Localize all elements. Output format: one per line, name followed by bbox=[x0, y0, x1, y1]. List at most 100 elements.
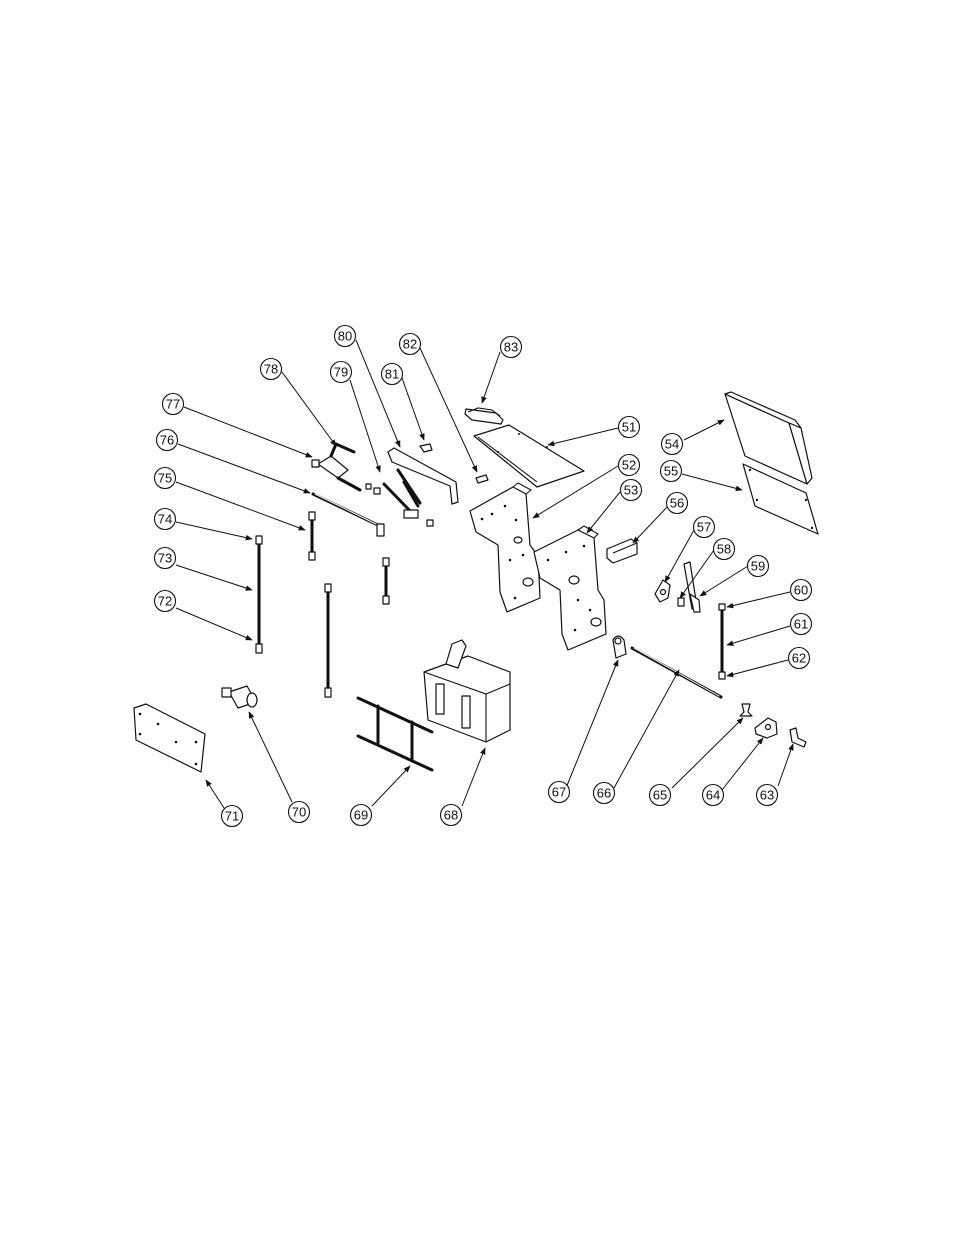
leader-64 bbox=[722, 738, 763, 790]
leader-54 bbox=[684, 420, 724, 440]
callout-62: 62 bbox=[789, 648, 810, 669]
callout-59-label: 59 bbox=[751, 559, 765, 574]
leader-56 bbox=[633, 506, 668, 543]
callout-81-label: 81 bbox=[385, 367, 399, 382]
callout-71-label: 71 bbox=[225, 809, 239, 824]
callout-52: 52 bbox=[619, 455, 640, 476]
part-80-handle-frame bbox=[366, 448, 458, 526]
leader-69 bbox=[372, 766, 410, 806]
callout-65-label: 65 bbox=[653, 788, 667, 803]
part-57-plate bbox=[655, 580, 670, 602]
callout-83-label: 83 bbox=[504, 340, 518, 355]
leader-71 bbox=[206, 780, 224, 808]
callout-51-label: 51 bbox=[622, 420, 636, 435]
callout-54: 54 bbox=[662, 434, 683, 455]
callout-61-label: 61 bbox=[794, 617, 808, 632]
part-69-ladder-frame bbox=[358, 698, 432, 770]
callout-79: 79 bbox=[331, 362, 352, 383]
leader-63 bbox=[778, 744, 793, 786]
callout-69-label: 69 bbox=[354, 808, 368, 823]
leader-80 bbox=[356, 340, 400, 447]
callout-51: 51 bbox=[619, 417, 640, 438]
callout-57: 57 bbox=[694, 517, 715, 538]
part-71-mount-plate bbox=[134, 704, 205, 772]
part-75-rod bbox=[309, 512, 315, 560]
callout-80: 80 bbox=[335, 326, 356, 347]
part-64-bracket bbox=[755, 718, 777, 738]
leader-55 bbox=[682, 474, 742, 490]
callout-61: 61 bbox=[791, 614, 812, 635]
callout-64-label: 64 bbox=[706, 788, 720, 803]
part-81-clip bbox=[420, 444, 432, 452]
leader-76 bbox=[178, 444, 310, 493]
part-82-clip bbox=[476, 475, 488, 483]
callout-75-label: 75 bbox=[158, 471, 172, 486]
part-53-side-frame bbox=[534, 526, 606, 650]
callout-67-label: 67 bbox=[552, 785, 566, 800]
callout-76: 76 bbox=[157, 430, 178, 451]
callout-72-label: 72 bbox=[158, 594, 172, 609]
callout-75: 75 bbox=[155, 468, 176, 489]
callout-56-label: 56 bbox=[670, 496, 684, 511]
part-68-tank bbox=[424, 640, 510, 742]
part-67-pulley bbox=[613, 636, 626, 658]
leader-60 bbox=[727, 592, 790, 607]
part-51-cover-plate bbox=[474, 425, 584, 487]
leader-83 bbox=[482, 352, 500, 403]
part-58-handle bbox=[678, 562, 700, 612]
part-65-knob bbox=[740, 704, 752, 716]
leader-67 bbox=[566, 660, 618, 788]
callout-76-label: 76 bbox=[160, 433, 174, 448]
callout-63-label: 63 bbox=[760, 788, 774, 803]
callout-73: 73 bbox=[155, 548, 176, 569]
callout-58: 58 bbox=[714, 539, 735, 560]
leader-59 bbox=[700, 566, 748, 596]
callout-83: 83 bbox=[501, 337, 522, 358]
part-73-rod bbox=[256, 536, 262, 653]
callout-68-label: 68 bbox=[444, 808, 458, 823]
part-61-rod bbox=[719, 604, 725, 679]
callout-53: 53 bbox=[621, 480, 642, 501]
leader-51 bbox=[548, 428, 618, 445]
leader-53 bbox=[587, 492, 620, 533]
leader-73 bbox=[176, 565, 252, 590]
callout-54-label: 54 bbox=[665, 437, 679, 452]
callout-74: 74 bbox=[155, 509, 176, 530]
callout-66: 66 bbox=[594, 783, 615, 804]
callout-68: 68 bbox=[441, 805, 462, 826]
part-long-rod bbox=[325, 584, 331, 697]
callout-55: 55 bbox=[661, 461, 682, 482]
leader-66 bbox=[614, 670, 679, 788]
callout-65: 65 bbox=[650, 785, 671, 806]
callout-77-label: 77 bbox=[166, 397, 180, 412]
callout-53-label: 53 bbox=[624, 483, 638, 498]
callout-66-label: 66 bbox=[597, 786, 611, 801]
leader-79 bbox=[350, 380, 380, 472]
callout-77: 77 bbox=[163, 394, 184, 415]
leader-62 bbox=[727, 660, 788, 676]
callout-59: 59 bbox=[748, 556, 769, 577]
callout-81: 81 bbox=[382, 364, 403, 385]
callout-78-label: 78 bbox=[264, 362, 278, 377]
part-83-bracket bbox=[465, 408, 503, 424]
callout-82-label: 82 bbox=[403, 337, 417, 352]
callout-60-label: 60 bbox=[794, 583, 808, 598]
callout-55-label: 55 bbox=[664, 464, 678, 479]
callout-58-label: 58 bbox=[717, 542, 731, 557]
callout-78: 78 bbox=[261, 359, 282, 380]
callout-72: 72 bbox=[155, 591, 176, 612]
callout-60: 60 bbox=[791, 580, 812, 601]
part-63-clip bbox=[790, 728, 806, 747]
leader-68 bbox=[462, 748, 485, 806]
callout-74-label: 74 bbox=[158, 512, 172, 527]
part-56-angle-bracket bbox=[607, 539, 637, 563]
callout-63: 63 bbox=[757, 785, 778, 806]
part-52-side-frame bbox=[470, 483, 540, 612]
part-78-lever bbox=[312, 444, 360, 490]
callout-57-label: 57 bbox=[697, 520, 711, 535]
callout-70: 70 bbox=[289, 802, 310, 823]
callout-79-label: 79 bbox=[334, 365, 348, 380]
callout-52-label: 52 bbox=[622, 458, 636, 473]
callout-67: 67 bbox=[549, 782, 570, 803]
